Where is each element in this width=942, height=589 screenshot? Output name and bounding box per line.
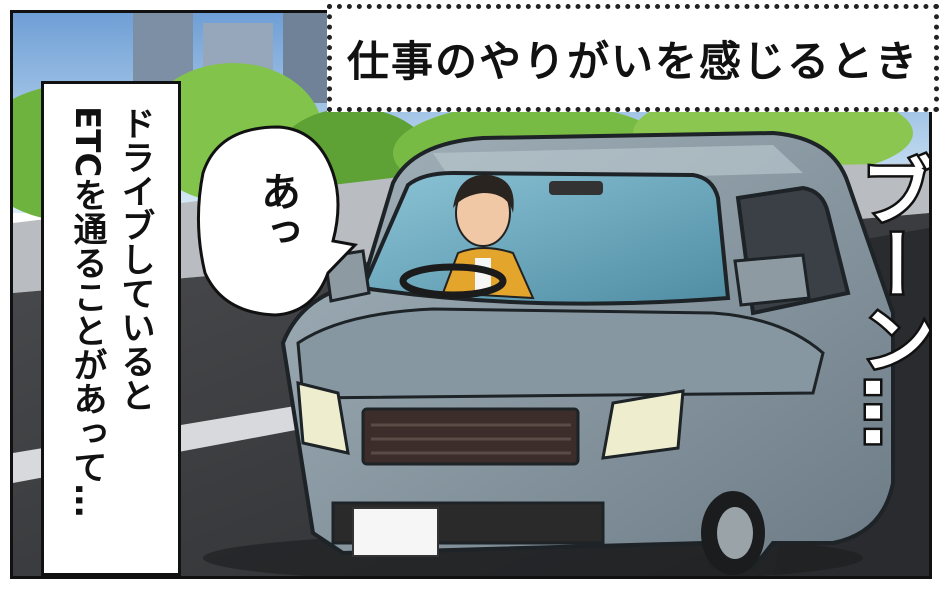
comic-panel: あっ ブーン… ドライブしていると ETCを通ることがあって… xyxy=(10,10,932,579)
speech-bubble-text: あっ xyxy=(254,171,300,251)
sound-effect-text: ブーン… xyxy=(846,151,932,452)
caption-text: 仕事のやりがいを感じるとき xyxy=(346,36,919,86)
narration-box: ドライブしていると ETCを通ることがあって… xyxy=(41,81,181,576)
caption-box: 仕事のやりがいを感じるとき xyxy=(327,4,939,112)
narration-line-1: ドライブしていると xyxy=(115,106,155,412)
narration-text: ドライブしていると ETCを通ることがあって… xyxy=(63,106,159,573)
narration-line-2: ETCを通ることがあって… xyxy=(67,106,107,518)
